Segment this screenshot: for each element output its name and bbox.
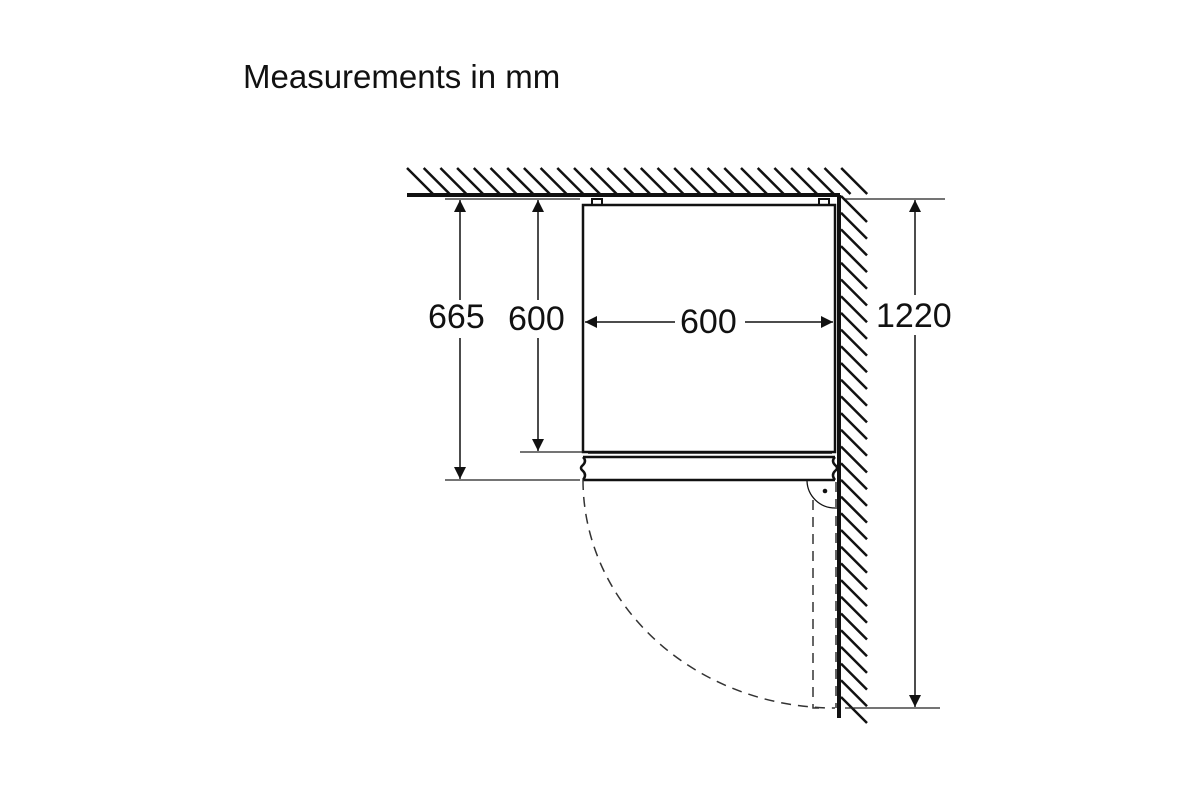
hatch-line — [823, 167, 852, 195]
hatch-line — [840, 629, 868, 658]
hatch-line — [723, 167, 752, 195]
hatch-line — [573, 167, 601, 195]
hinge-angle-mark — [806, 480, 836, 509]
hatch-line — [623, 167, 651, 195]
hatch-line — [840, 195, 868, 223]
hatch-line — [840, 462, 868, 491]
hatch-line — [840, 261, 868, 290]
hatch-line — [840, 495, 868, 524]
hatch-line — [790, 167, 818, 195]
dimension-label-600-depth: 600 — [508, 300, 565, 338]
hatch-line — [840, 295, 868, 324]
hatch-line — [406, 167, 434, 195]
hatch-line — [606, 167, 635, 195]
hatch-line — [422, 167, 451, 195]
wall-hatching-top — [406, 167, 869, 195]
hatch-line — [840, 595, 868, 624]
hatch-line — [840, 278, 868, 307]
hatch-line — [840, 245, 868, 273]
hatch-line — [706, 167, 735, 195]
hatch-line — [840, 545, 868, 574]
hatch-line — [840, 362, 868, 390]
hatch-line — [690, 167, 718, 195]
hatch-line — [840, 228, 868, 257]
hatch-line — [840, 529, 868, 557]
hatch-line — [673, 167, 702, 195]
dimension-label-600-width: 600 — [680, 303, 737, 341]
appliance-door — [579, 452, 839, 482]
hatch-line — [840, 345, 868, 374]
hatch-line — [523, 167, 551, 195]
hatch-line — [456, 167, 484, 195]
hatch-line — [806, 167, 835, 195]
hatch-line — [840, 428, 868, 457]
hatch-line — [489, 167, 518, 195]
hatch-line — [840, 378, 868, 407]
hatch-line — [756, 167, 785, 195]
hatch-line — [840, 167, 869, 195]
hatch-line — [840, 312, 868, 340]
hatch-line — [840, 579, 868, 607]
hatch-line — [656, 167, 685, 195]
hatch-line — [840, 479, 868, 507]
hatch-line — [740, 167, 768, 195]
hatch-line — [840, 646, 868, 674]
hatch-line — [556, 167, 585, 195]
hatch-line — [840, 612, 868, 641]
hatch-line — [840, 696, 868, 724]
dimension-label-1220: 1220 — [876, 297, 952, 335]
hatch-line — [840, 562, 868, 591]
hatch-line — [639, 167, 668, 195]
hatch-line — [589, 167, 618, 195]
dimension-label-665: 665 — [428, 298, 485, 336]
hatch-line — [840, 662, 868, 691]
hatch-line — [840, 512, 868, 541]
hatch-line — [539, 167, 568, 195]
hatch-line — [840, 679, 868, 708]
appliance-body — [581, 198, 837, 454]
wall-hatching-right — [840, 195, 868, 724]
hatch-line — [773, 167, 802, 195]
measurements-title: Measurements in mm — [243, 58, 561, 95]
hatch-line — [439, 167, 468, 195]
hatch-line — [506, 167, 535, 195]
hatch-line — [840, 395, 868, 424]
hatch-line — [840, 412, 868, 440]
extension-lines — [445, 198, 945, 709]
hatch-line — [840, 211, 868, 240]
hinge-dot — [822, 488, 828, 494]
door-swing-path — [582, 479, 837, 709]
hatch-line — [472, 167, 501, 195]
hatch-line — [840, 328, 868, 357]
hatch-line — [840, 445, 868, 474]
